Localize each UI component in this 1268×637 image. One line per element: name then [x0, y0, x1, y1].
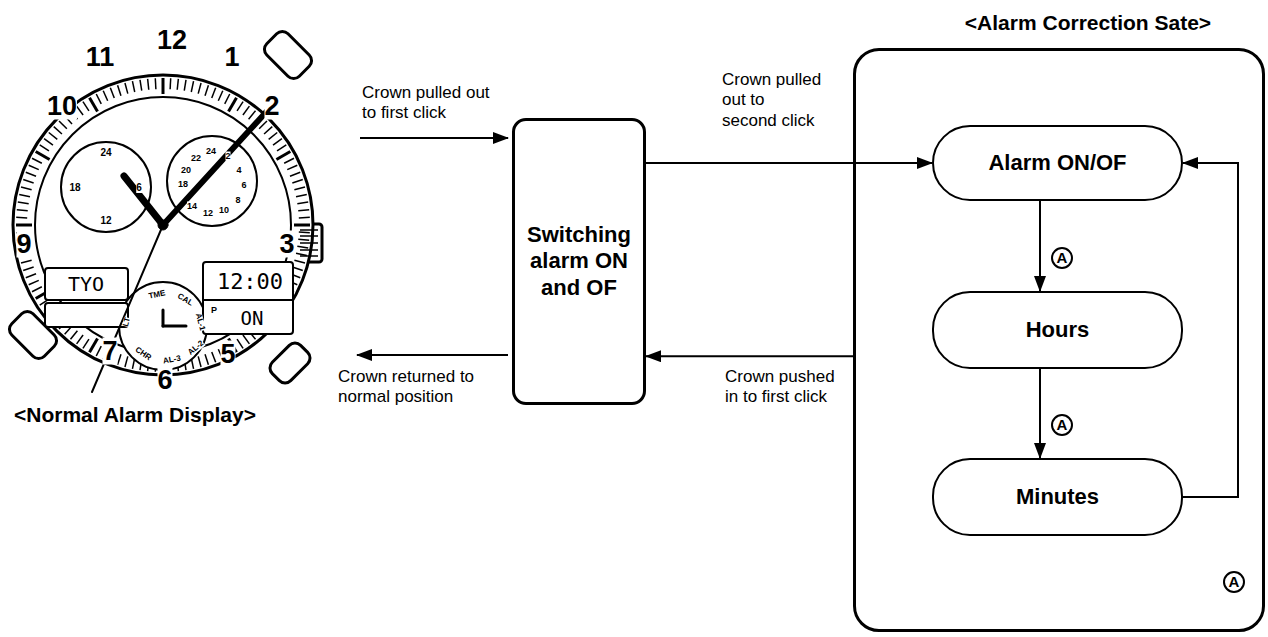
dial-number: 12	[203, 209, 213, 218]
crown-arrows	[357, 138, 508, 355]
dial-number: 1	[224, 44, 239, 71]
watch-case	[6, 28, 322, 386]
dial-number: 12:00	[217, 271, 283, 293]
dial-number: 8	[235, 196, 240, 205]
arrow	[360, 137, 508, 139]
dial-number: 12	[157, 27, 187, 54]
dial-number: 14	[187, 202, 197, 211]
dial-number: 9	[16, 231, 31, 258]
flow-arrow	[1039, 201, 1041, 291]
arrow	[357, 354, 508, 356]
flow-arrow	[646, 355, 853, 357]
step-box: Alarm ON/OF	[932, 125, 1183, 201]
dial-number: 6	[241, 181, 246, 190]
crown-knurl	[300, 230, 318, 256]
step-box: Hours	[932, 291, 1183, 369]
button-symbol: A	[1223, 571, 1245, 593]
dial-number: 4	[236, 166, 241, 175]
dial-number: 18	[178, 180, 188, 189]
edge-label: Crown pushed in to first click	[725, 367, 840, 408]
box-label: Minutes	[1010, 484, 1105, 510]
box-label: Alarm ON/OF	[982, 150, 1132, 176]
annotation: Crown pulled out to first click	[362, 83, 502, 124]
dial-number: 6	[136, 183, 142, 193]
pusher	[267, 340, 314, 387]
pusher	[261, 28, 315, 82]
bezel-ticks	[16, 78, 310, 372]
hands	[92, 110, 268, 392]
dial-number: 5	[220, 341, 235, 368]
flow-arrow	[646, 162, 932, 164]
annotation: Crown returned to normal position	[338, 367, 508, 408]
dial	[35, 97, 291, 353]
dial-number: 22	[191, 154, 201, 163]
dial-number: 24	[206, 147, 216, 156]
edge-label: Crown pulled out to second click	[722, 70, 822, 131]
dial-number: 11	[86, 44, 115, 71]
dial-number: 10	[47, 93, 77, 120]
flow-arrow	[1183, 163, 1238, 497]
state-group: <Alarm Correction Sate>Alarm ON/OFHoursM…	[853, 48, 1265, 632]
box-label: Hours	[1020, 317, 1096, 343]
dial-number: 24	[100, 148, 111, 158]
step-box: Minutes	[932, 458, 1183, 536]
button-symbol: A	[1051, 414, 1073, 436]
dial-number: 7	[102, 338, 117, 365]
dial-number: 3	[279, 231, 294, 258]
box-label: Switching alarm ON and OF	[515, 222, 643, 301]
group-heading: <Alarm Correction Sate>	[916, 11, 1260, 35]
annotation: <Normal Alarm Display>	[14, 402, 256, 427]
subdials	[45, 136, 293, 370]
dial-number: ON	[241, 309, 264, 328]
dial-number: 6	[157, 367, 172, 394]
dial-number: 18	[69, 183, 80, 193]
flow-arrow	[1039, 369, 1041, 458]
button-symbol: A	[1051, 247, 1073, 269]
dial-number: P	[211, 306, 217, 315]
bezel	[13, 75, 313, 375]
dial-number: TYO	[68, 274, 104, 294]
dial-number: 12	[100, 216, 111, 226]
dial-number: 10	[219, 206, 229, 215]
state-box: Switching alarm ON and OF	[512, 118, 646, 405]
dial-number: 2	[264, 93, 279, 120]
dial-number: 2	[225, 152, 230, 161]
dial-number: 20	[181, 166, 191, 175]
